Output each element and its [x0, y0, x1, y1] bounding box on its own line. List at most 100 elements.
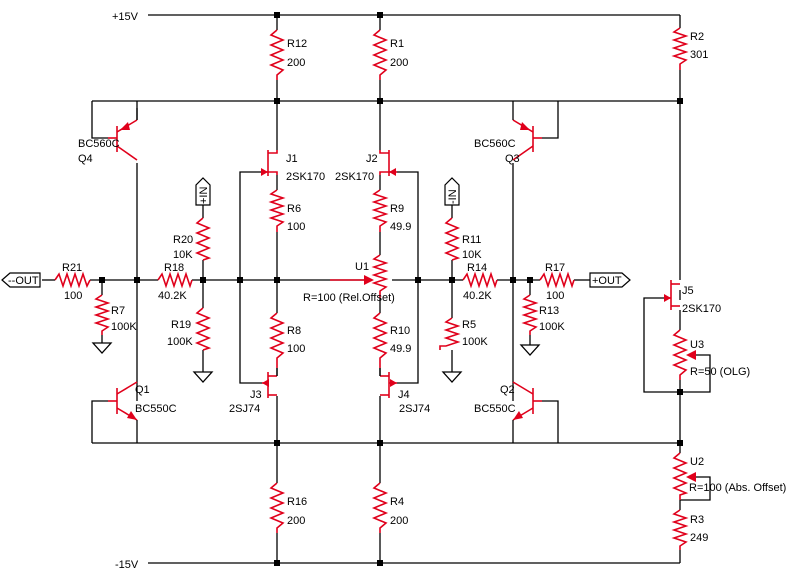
out-pos-label: +OUT	[592, 275, 622, 287]
r6-value: 100	[287, 221, 305, 233]
j1-part: 2SK170	[286, 171, 325, 183]
r4-value: 200	[390, 515, 408, 527]
r3-symbol	[671, 509, 689, 550]
r3-value: 249	[690, 532, 708, 544]
q1-symbol	[108, 381, 138, 421]
u3-symbol	[671, 329, 689, 380]
r10-value: 49.9	[390, 343, 411, 355]
r17-name: R17	[545, 262, 565, 274]
j5-symbol	[664, 280, 680, 310]
ground-icon	[441, 371, 463, 383]
j5-name: J5	[682, 285, 694, 297]
r9-symbol	[371, 189, 389, 232]
r5-value: 100K	[462, 336, 488, 348]
j1-name: J1	[286, 153, 298, 165]
r21-symbol	[54, 271, 91, 289]
j2-name: J2	[366, 153, 378, 165]
u2-value: R=100 (Abs. Offset)	[689, 482, 786, 494]
q2-symbol	[512, 381, 542, 421]
ground-icon	[91, 342, 113, 354]
in-pos-label: +IN	[198, 187, 210, 204]
r14-value: 40.2K	[463, 290, 492, 302]
pos-rail-label: +15V	[112, 11, 139, 23]
r1-symbol	[371, 29, 389, 80]
j5-part: 2SK170	[682, 303, 721, 315]
r2-value: 301	[690, 49, 708, 61]
j3-name: J3	[250, 389, 262, 401]
ground-symbols	[91, 342, 541, 383]
out-neg-label: --OUT	[8, 275, 39, 287]
r1-value: 200	[390, 57, 408, 69]
j1-symbol	[261, 150, 278, 176]
r4-symbol	[371, 482, 389, 533]
r7-symbol	[93, 294, 111, 335]
r8-symbol	[268, 312, 286, 368]
out-pos-port	[589, 272, 631, 288]
r20-name: R20	[173, 234, 193, 246]
j2-part: 2SK170	[335, 171, 374, 183]
r20-symbol	[194, 217, 212, 261]
q4-symbol	[108, 119, 138, 161]
r9-name: R9	[390, 203, 404, 215]
q4-name: Q4	[78, 153, 93, 165]
r14-name: R14	[467, 262, 487, 274]
neg-rail-label: -15V	[115, 559, 139, 571]
u3-name: U3	[690, 339, 704, 351]
in-neg-label: -IN	[447, 189, 459, 204]
labels: +15V -15V R12 200 R1 200 R2 301 BC560C Q…	[62, 11, 786, 571]
r4-name: R4	[390, 496, 404, 508]
r18-symbol	[157, 271, 193, 289]
u3-value: R=50 (OLG)	[690, 366, 750, 378]
j4-name: J4	[398, 389, 410, 401]
q2-part: BC550C	[474, 403, 516, 415]
r13-symbol	[521, 294, 539, 335]
r21-value: 100	[64, 290, 82, 302]
r11-value: 10K	[462, 249, 482, 261]
q4-part: BC560C	[78, 138, 120, 150]
bjt-symbols	[108, 119, 542, 421]
r8-value: 100	[287, 343, 305, 355]
r16-value: 200	[287, 515, 305, 527]
r12-symbol	[268, 29, 286, 80]
r6-name: R6	[287, 203, 301, 215]
r10-symbol	[371, 312, 389, 368]
r9-value: 49.9	[390, 221, 411, 233]
ground-icon	[192, 371, 214, 383]
r16-name: R16	[287, 496, 307, 508]
u1-value: R=100 (Rel.Offset)	[303, 292, 395, 304]
out-neg-port	[1, 272, 41, 288]
u2-name: U2	[690, 456, 704, 468]
r3-name: R3	[690, 514, 704, 526]
r7-name: R7	[111, 305, 125, 317]
jfet-symbols	[261, 150, 680, 398]
r1-name: R1	[390, 38, 404, 50]
ports: --OUT +OUT +IN -IN	[1, 177, 631, 288]
in-pos-port	[195, 177, 211, 206]
r5-name: R5	[462, 319, 476, 331]
r11-symbol	[443, 217, 461, 261]
in-neg-port	[444, 177, 460, 206]
r13-name: R13	[539, 305, 559, 317]
r17-symbol	[539, 271, 575, 289]
r2-symbol	[671, 27, 689, 70]
q1-name: Q1	[135, 384, 150, 396]
r17-value: 100	[546, 290, 564, 302]
r12-value: 200	[287, 57, 305, 69]
r19-value: 100K	[167, 336, 193, 348]
r16-symbol	[268, 482, 286, 533]
u1-name: U1	[355, 261, 369, 273]
q3-part: BC560C	[474, 138, 516, 150]
r11-name: R11	[462, 234, 481, 246]
potentiometer-symbols	[330, 254, 696, 500]
q2-name: Q2	[500, 384, 515, 396]
r5-symbol	[439, 317, 461, 350]
transistor-leads	[136, 101, 514, 443]
ground-icon	[519, 344, 541, 356]
r18-value: 40.2K	[158, 290, 187, 302]
junction-dots	[99, 12, 683, 566]
resistor-symbols	[54, 27, 689, 550]
r8-name: R8	[287, 325, 301, 337]
r14-symbol	[462, 271, 498, 289]
j3-part: 2SJ74	[229, 403, 260, 415]
